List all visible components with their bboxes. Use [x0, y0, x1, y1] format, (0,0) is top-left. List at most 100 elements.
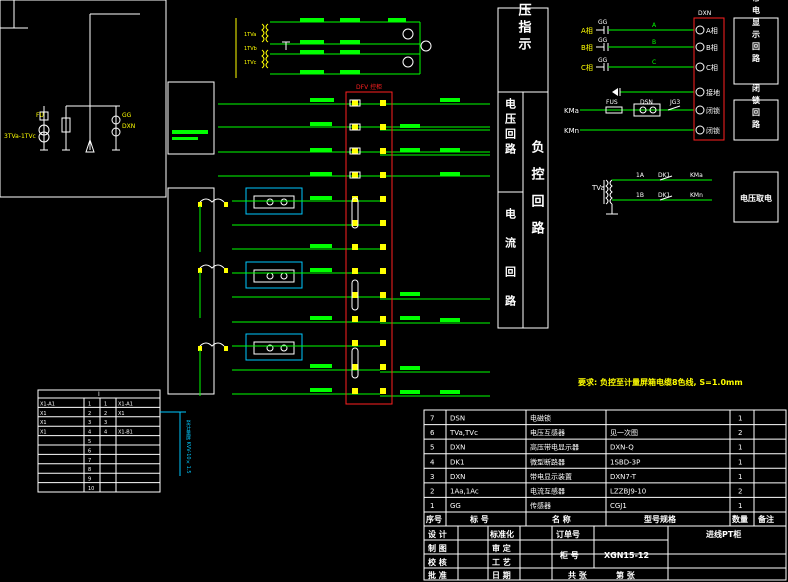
parts-cell-model: LZZBJ9-10 [610, 487, 646, 495]
mini-cell: 1 [104, 401, 107, 407]
mini-table-header: I [98, 391, 100, 398]
mini-cell: 2 [104, 411, 107, 417]
dxn-label: DXN [122, 123, 135, 130]
dk-km2: KMn [690, 192, 703, 199]
mini-cell: 10 [88, 486, 94, 492]
header-code: 标 号 [469, 514, 489, 524]
title-block: 设 计 制 图 校 核 批 准 标准化 审 定 工 艺 日 期 订单号 柜 号 … [424, 526, 786, 580]
requirement-note: 要求: 负控至计量屏箱电缆8色线, S=1.0mm [578, 377, 743, 387]
left-panel: FU 3TVa-1TVc GG DXN [0, 0, 167, 198]
side-label-columns [497, 7, 549, 329]
power-take-off-circuit: TVa 1A 1B DK1 DK1 KMa KMn 电压取电 [591, 171, 779, 223]
mini-cell: X1 [40, 430, 47, 436]
mini-cell: 1 [88, 401, 91, 407]
box-power: 电压取电 [740, 193, 772, 203]
parts-cell-no: 2 [430, 487, 434, 495]
pt-secondary-schematic: 1TVa 1TVb 1TVc [235, 18, 432, 78]
parts-cell-code: DSN [450, 415, 465, 423]
c-label: C [652, 59, 656, 66]
parts-cell-name: 传感器 [530, 501, 551, 510]
tb-title: 进线PT柜 [706, 529, 741, 539]
kma-label: KMa [564, 107, 579, 115]
mini-cell: 5 [88, 439, 91, 445]
out-b: B相 [706, 43, 718, 52]
label-voltage-indicate: 电压指示 [516, 0, 532, 54]
mini-cell: X1 [40, 411, 47, 417]
mini-cell: X1 [40, 420, 47, 426]
current-loop-frame [167, 81, 303, 396]
parts-cell-model: DXN-Q [610, 444, 634, 452]
parts-cell-model: CGJ1 [610, 502, 627, 510]
fu-label: FU [36, 112, 44, 119]
fus-label: FUS [606, 99, 618, 106]
out-lock1: 闭锁 [706, 106, 720, 115]
phase-b-in: B相 [581, 43, 593, 52]
out-ground: 接地 [706, 88, 720, 97]
mini-cell: 3 [104, 420, 107, 426]
parts-cell-name: 电磁锁 [530, 414, 551, 423]
mini-cell: X1-B1 [118, 430, 133, 436]
parts-cell-code: DK1 [450, 458, 464, 466]
mini-cell: 3 [88, 420, 91, 426]
parts-cell-name: 电压互感器 [530, 428, 565, 437]
dk-dk1: DK1 [658, 172, 671, 179]
parts-cell-name: 带电显示装置 [530, 472, 572, 481]
parts-cell-model: 1SBD-3P [610, 458, 640, 466]
phase-a-in: A相 [581, 26, 593, 35]
tb-craft: 工 艺 [492, 557, 511, 567]
mini-cell: 9 [88, 477, 91, 483]
tb-check: 校 核 [428, 557, 447, 567]
parts-cell-qty: 2 [738, 429, 742, 437]
box-live: 带电显示回路 [751, 0, 761, 66]
mini-cell: 7 [88, 458, 91, 464]
dk-k2: 1B [636, 192, 644, 199]
tb-order-no: 订单号 [556, 529, 580, 539]
parts-cell-qty: 1 [738, 502, 742, 510]
mini-cell: X1 [118, 411, 125, 417]
dk-tva: TVa [591, 184, 605, 192]
live-indicator-circuit: A相 B相 C相 GG GG GG A B C DXN A相 B相 [564, 0, 779, 141]
parts-cell-no: 7 [430, 415, 434, 423]
header-note: 备注 [757, 514, 774, 524]
tb-cabinet-type: XGN15-12 [604, 551, 649, 560]
parts-cell-name: 高压带电显示器 [530, 443, 579, 452]
parts-cell-code: DXN [450, 444, 465, 452]
cable-note: 至计量屏 KVV-10×1.5 [185, 420, 191, 474]
dk-km1: KMa [690, 172, 703, 179]
gg-c: GG [598, 57, 608, 64]
parts-cell-code: DXN [450, 473, 465, 481]
kmn-label: KMn [564, 127, 579, 135]
tb-sheet: 第 张 [616, 570, 636, 580]
dk-k1: 1A [636, 172, 645, 179]
mini-cell: 4 [104, 430, 107, 436]
parts-cell-code: TVa,TVc [449, 429, 478, 437]
parts-cell-code: 1Aa,1Ac [450, 487, 479, 495]
out-lock2: 闭锁 [706, 126, 720, 135]
jg-label: JG3 [669, 99, 680, 106]
tb-approve: 批 准 [428, 570, 447, 580]
mini-cell: 6 [88, 448, 91, 454]
label-current-loop: 电流回路 [504, 207, 517, 324]
tb-standard: 标准化 [489, 529, 514, 539]
mini-cell: 2 [88, 411, 91, 417]
mini-cell: X1-A1 [118, 401, 133, 407]
tb-cabinet-no: 柜 号 [559, 550, 579, 560]
box-lock: 闭锁回路 [751, 83, 761, 132]
dxn-title: DXN [698, 10, 711, 17]
parts-cell-no: 6 [430, 429, 435, 437]
mini-cell: 8 [88, 467, 91, 473]
tv-label: 3TVa-1TVc [4, 133, 36, 140]
parts-cell-qty: 2 [738, 487, 742, 495]
header-name: 名 称 [552, 514, 571, 524]
wire-labels [310, 98, 460, 394]
parts-cell-model: 见一次图 [610, 428, 638, 437]
gg-a: GG [598, 19, 608, 26]
dsn-label: DSN [640, 99, 653, 106]
parts-cell-no: 1 [430, 502, 434, 510]
parts-cell-qty: 1 [738, 458, 742, 466]
out-a: A相 [706, 26, 718, 35]
parts-cell-name: 微型断路器 [530, 457, 565, 466]
